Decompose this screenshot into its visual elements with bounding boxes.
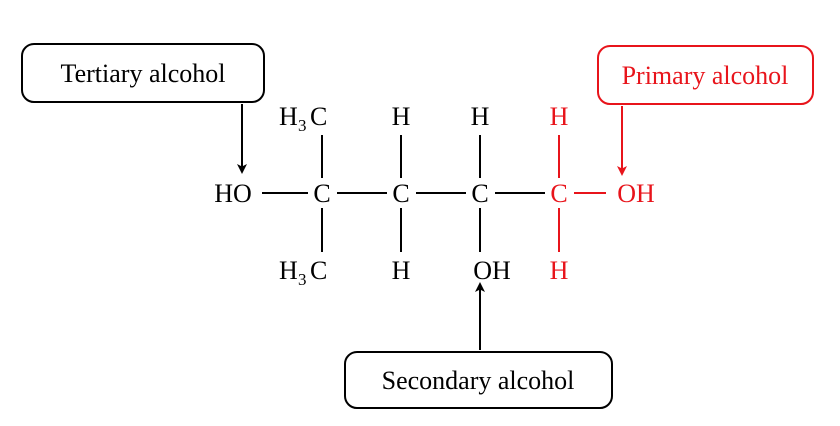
h3c-bottom-subscript: 3 <box>298 270 307 289</box>
h3c-top-h: H <box>279 102 298 131</box>
tertiary-label: Tertiary alcohol <box>21 43 265 103</box>
tertiary-label-box <box>21 43 265 103</box>
atom-h-c4-top: H <box>550 102 569 131</box>
atom-h3c-top: H 3 C <box>279 102 327 135</box>
atom-c1: C <box>313 179 330 208</box>
h3c-top-c: C <box>310 102 327 131</box>
primary-label-text: Primary alcohol <box>622 61 789 90</box>
atom-c4: C <box>550 179 567 208</box>
primary-label-box <box>597 45 814 105</box>
atom-oh-c3-bottom: OH <box>473 256 511 285</box>
atom-h-c3-top: H <box>471 102 490 131</box>
secondary-label-text: Secondary alcohol <box>382 366 575 395</box>
atom-ho-left: HO <box>214 179 252 208</box>
atom-h3c-bottom: H 3 C <box>279 256 327 289</box>
primary-label: Primary alcohol <box>597 45 814 105</box>
atom-h-c2-bottom: H <box>392 256 411 285</box>
secondary-label: Secondary alcohol <box>344 351 613 409</box>
atom-h-c4-bottom: H <box>550 256 569 285</box>
atom-h-c2-top: H <box>392 102 411 131</box>
atom-c2: C <box>392 179 409 208</box>
h3c-bottom-h: H <box>279 256 298 285</box>
atom-oh-right: OH <box>617 179 655 208</box>
secondary-label-box <box>344 351 613 409</box>
h3c-top-subscript: 3 <box>298 116 307 135</box>
h3c-bottom-c: C <box>310 256 327 285</box>
atom-c3: C <box>471 179 488 208</box>
tertiary-label-text: Tertiary alcohol <box>61 59 226 88</box>
